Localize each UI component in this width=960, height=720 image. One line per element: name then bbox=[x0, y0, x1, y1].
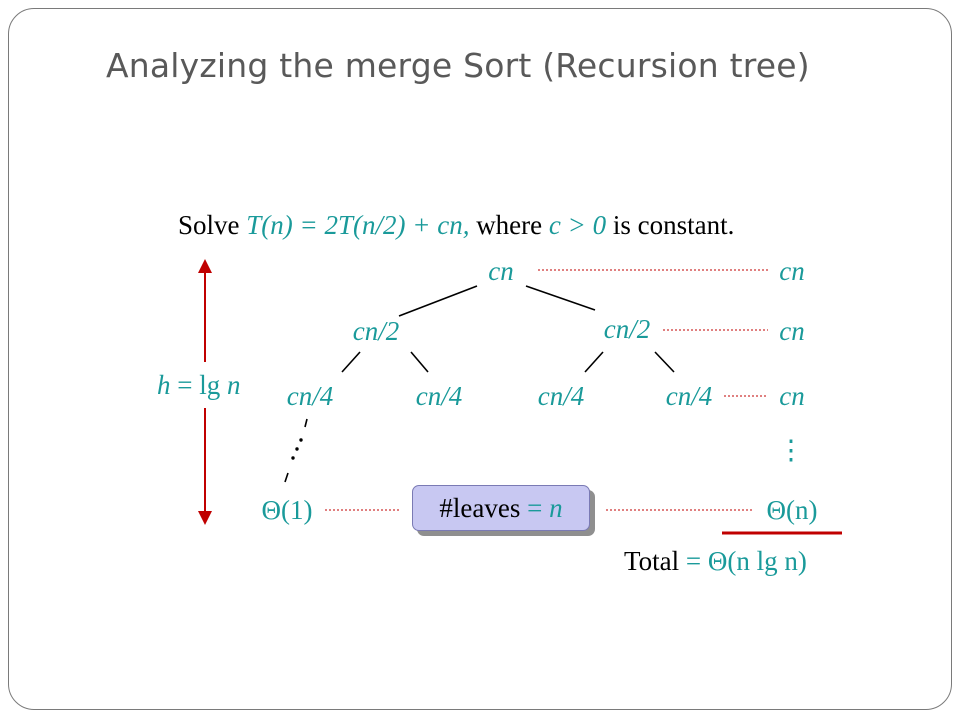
height-label: h = lg n bbox=[157, 372, 240, 399]
tree-node-level2-1: cn/4 bbox=[286, 381, 334, 411]
edge-l1b-left bbox=[584, 351, 604, 373]
leaves-count-box: #leaves = n bbox=[412, 485, 590, 531]
constant-condition: c > 0 bbox=[548, 210, 607, 240]
level-cost-level1: cn bbox=[779, 316, 805, 346]
where-word: where bbox=[476, 210, 543, 240]
leaves-n-variable: n bbox=[549, 492, 563, 523]
recurrence-statement: Solve T(n) = 2T(n/2) + cn, where c > 0 i… bbox=[178, 212, 734, 239]
diagonal-ellipsis bbox=[291, 438, 303, 460]
tree-node-level1-right: cn/2 bbox=[603, 314, 651, 344]
tree-root-node: cn bbox=[488, 256, 514, 286]
slide-frame bbox=[8, 8, 952, 710]
tree-node-level2-2: cn/4 bbox=[415, 381, 463, 411]
edge-l1a-right bbox=[410, 351, 429, 373]
tree-node-level2-4: cn/4 bbox=[665, 381, 713, 411]
level-cost-level2: cn bbox=[779, 381, 805, 411]
total-label: Total bbox=[624, 546, 680, 576]
edge-leaf-upper bbox=[304, 418, 308, 428]
level-cost-root: cn bbox=[779, 256, 805, 286]
tree-node-level2-3: cn/4 bbox=[537, 381, 585, 411]
height-equals-lg: = lg bbox=[170, 370, 227, 400]
total-value: Θ(n lg n) bbox=[707, 546, 807, 576]
recurrence-equation: T(n) = 2T(n/2) + cn, bbox=[246, 210, 470, 240]
is-constant-text: is constant. bbox=[612, 210, 735, 240]
leaves-label: #leaves bbox=[439, 492, 521, 523]
tree-node-level1-left: cn/2 bbox=[352, 316, 400, 346]
edge-l1a-left bbox=[341, 351, 361, 373]
edge-l1b-right bbox=[654, 351, 675, 373]
total-cost: Total = Θ(n lg n) bbox=[624, 548, 807, 575]
solve-word: Solve bbox=[178, 210, 240, 240]
tree-leaf-node: Θ(1) bbox=[261, 495, 313, 525]
slide-title: Analyzing the merge Sort (Recursion tree… bbox=[106, 46, 810, 85]
leaves-equals: = bbox=[520, 492, 550, 523]
edge-root-right bbox=[525, 285, 596, 311]
height-n-variable: n bbox=[226, 370, 241, 400]
height-variable: h bbox=[157, 370, 171, 400]
edge-root-left bbox=[398, 285, 478, 317]
total-equals: = bbox=[679, 546, 708, 576]
leaf-level-cost: Θ(n) bbox=[766, 495, 818, 525]
cost-vertical-ellipsis: ⋮ bbox=[777, 435, 805, 465]
edge-leaf-lower bbox=[284, 472, 289, 483]
